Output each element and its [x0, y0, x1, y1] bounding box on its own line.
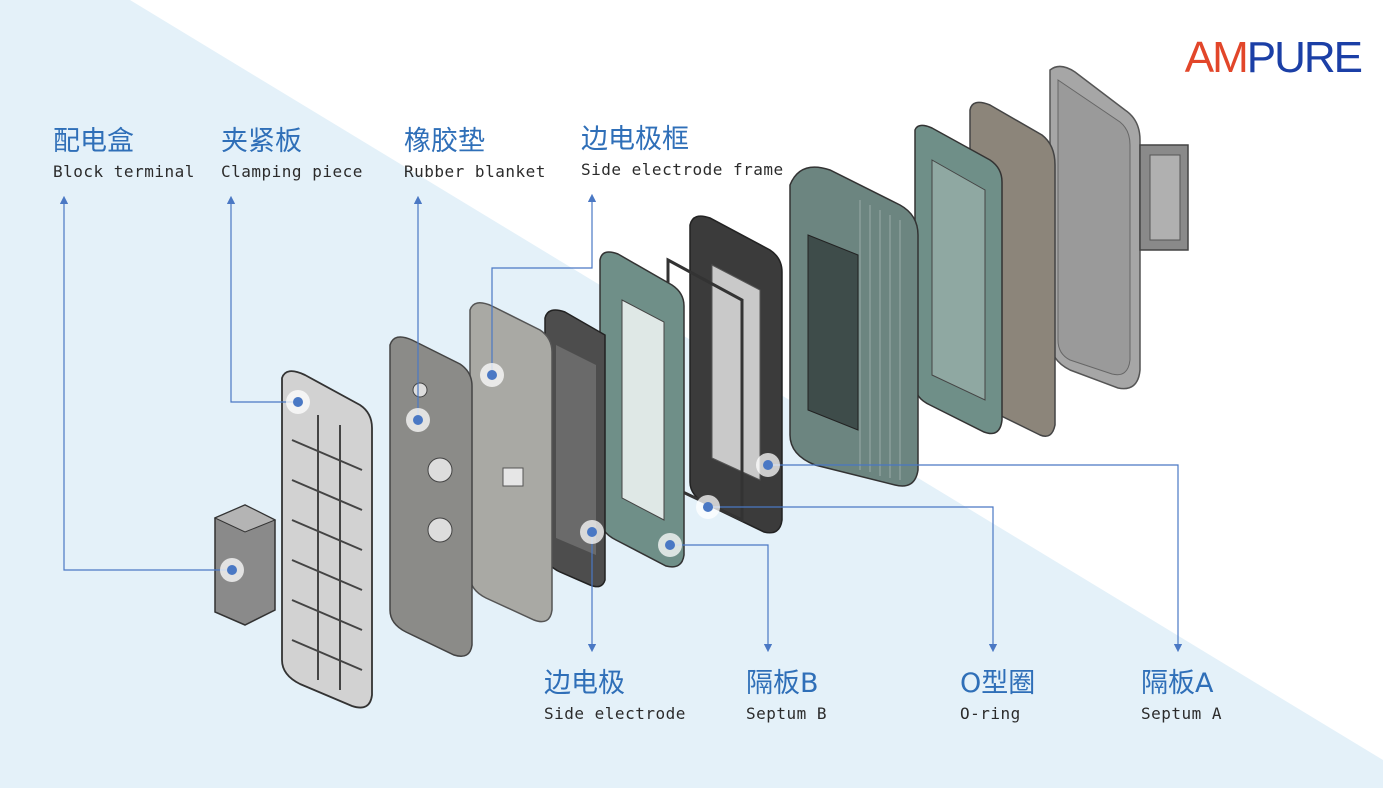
leader-o-ring: [708, 506, 998, 653]
label-side-electrode-frame-en: Side electrode frame: [581, 160, 784, 179]
label-septum-a: 隔板A Septum A: [1141, 668, 1222, 724]
label-septum-b-en: Septum B: [746, 704, 828, 723]
leader-lines: [59, 193, 1183, 653]
label-block-terminal: 配电盒 Block terminal: [53, 126, 195, 182]
label-rubber-blanket: 橡胶垫 Rubber blanket: [404, 126, 546, 182]
leader-septum-b: [670, 544, 773, 653]
block-terminal-box: [213, 504, 277, 626]
leader-clamping-piece: [226, 195, 298, 403]
callout-points: [220, 363, 780, 582]
label-o-ring-zh: O型圈: [960, 668, 1036, 699]
side-electrode-frame: [599, 251, 685, 568]
label-side-electrode-zh: 边电极: [544, 668, 625, 699]
side-electrode: [544, 309, 606, 588]
label-o-ring-en: O-ring: [960, 704, 1021, 723]
label-side-electrode-frame-zh: 边电极框: [581, 124, 689, 155]
label-clamping-piece-en: Clamping piece: [221, 162, 363, 181]
label-septum-b-zh: 隔板B: [746, 668, 819, 699]
label-septum-b: 隔板B Septum B: [746, 668, 827, 724]
rear-clamping-plate: [1049, 65, 1189, 390]
label-side-electrode-en: Side electrode: [544, 704, 686, 723]
leader-side-electrode-frame: [491, 193, 597, 375]
leader-septum-a: [768, 464, 1183, 653]
label-septum-a-zh: 隔板A: [1141, 668, 1214, 699]
label-rubber-blanket-en: Rubber blanket: [404, 162, 546, 181]
ampure-logo: AMPURE: [1184, 33, 1363, 82]
label-side-electrode: 边电极 Side electrode: [544, 668, 686, 724]
label-clamping-piece: 夹紧板 Clamping piece: [221, 126, 363, 182]
septum-a-frame: [914, 124, 1003, 435]
leader-block-terminal: [59, 195, 232, 571]
label-side-electrode-frame: 边电极框 Side electrode frame: [581, 124, 784, 180]
label-o-ring: O型圈 O-ring: [960, 668, 1035, 724]
rubber-gasket-plate: [389, 336, 473, 657]
label-clamping-piece-zh: 夹紧板: [221, 126, 302, 157]
septum-b-frame: [689, 215, 783, 534]
label-block-terminal-zh: 配电盒: [53, 126, 134, 157]
rubber-blanket: [469, 302, 553, 623]
label-rubber-blanket-zh: 橡胶垫: [404, 126, 485, 157]
membrane-stack: [789, 166, 919, 487]
label-septum-a-en: Septum A: [1141, 704, 1223, 723]
front-clamping-piece: [281, 370, 373, 709]
label-block-terminal-en: Block terminal: [53, 162, 195, 181]
